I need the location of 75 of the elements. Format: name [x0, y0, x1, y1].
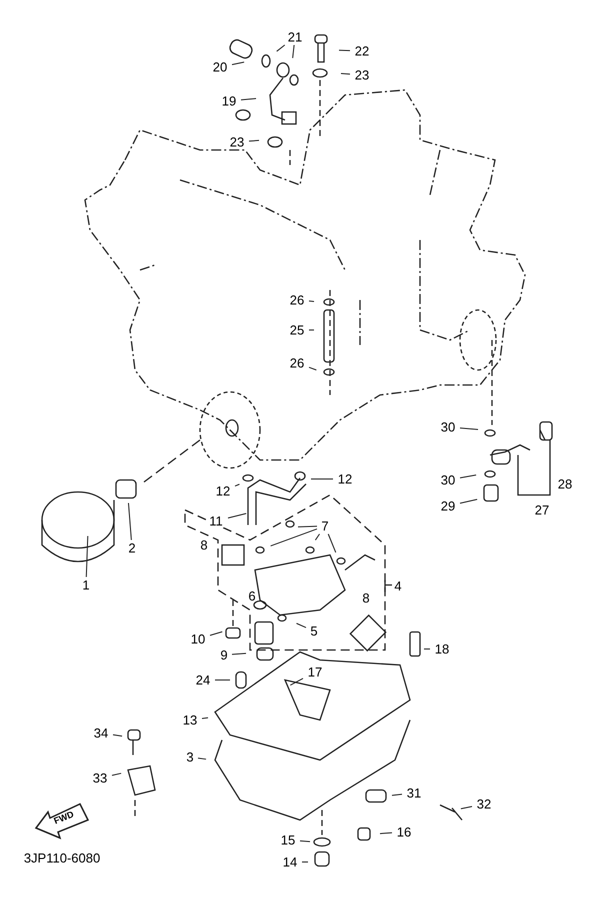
callout-number: 28	[558, 478, 572, 490]
leader-line	[112, 734, 123, 737]
leader-line	[234, 484, 240, 487]
callout-number: 17	[306, 666, 324, 678]
leader-line	[202, 717, 209, 719]
callout-number: 16	[396, 826, 412, 838]
callout-number: 30	[440, 420, 456, 434]
callout-number: 34	[92, 726, 110, 740]
callout-number: 27	[534, 504, 550, 516]
callout-number: 8	[362, 592, 370, 604]
callout-number: 4	[394, 580, 402, 592]
leader-line	[248, 140, 260, 142]
drawing-code: 3JP110-6080	[24, 852, 100, 864]
leader-line	[298, 526, 318, 528]
leader-line	[296, 622, 306, 628]
leader-line	[391, 794, 402, 796]
callout-number: 32	[476, 798, 492, 810]
leader-line	[308, 366, 317, 370]
leader-line	[460, 806, 472, 810]
callout-number: 11	[208, 514, 224, 528]
leader-line	[424, 648, 430, 650]
callout-number: 22	[354, 44, 370, 58]
leader-line	[290, 678, 304, 686]
leader-line	[276, 44, 286, 52]
callout-number: 25	[288, 324, 306, 336]
leader-line	[310, 478, 334, 480]
callout-number: 1	[81, 578, 91, 592]
callout-number: 2	[127, 542, 137, 554]
callout-number: 10	[190, 632, 206, 646]
callout-number: 9	[219, 648, 229, 662]
leader-line	[340, 72, 350, 75]
direction-label: FWD	[52, 810, 76, 826]
leader-line	[232, 62, 245, 66]
leader-line	[460, 474, 477, 478]
callout-number: 12	[214, 484, 232, 498]
callout-number: 8	[200, 538, 208, 552]
leader-line	[292, 44, 295, 59]
leader-line	[270, 528, 318, 546]
leader-line	[128, 502, 132, 540]
callout-number: 30	[440, 474, 456, 486]
callout-number: 12	[336, 472, 354, 486]
callout-number: 5	[309, 624, 319, 638]
leader-line	[112, 772, 122, 776]
callout-number: 29	[440, 500, 456, 512]
callout-number: 18	[434, 642, 450, 656]
callout-number: 26	[288, 294, 306, 306]
callout-number: 6	[248, 590, 256, 602]
callout-number: 24	[194, 674, 212, 686]
leader-line	[240, 98, 257, 100]
leader-line	[198, 758, 207, 760]
leader-line	[308, 300, 315, 302]
callout-number: 13	[182, 714, 198, 726]
leader-line	[300, 840, 311, 842]
callout-number: 14	[282, 856, 298, 868]
leader-line	[460, 428, 479, 430]
leader-line	[328, 534, 336, 553]
leader-line	[379, 832, 392, 834]
callout-number: 26	[288, 356, 306, 370]
leader-line	[86, 536, 88, 578]
callout-number: 15	[280, 834, 296, 846]
leader-line	[460, 498, 478, 504]
callout-number: 3	[185, 750, 195, 764]
callout-number: 23	[228, 136, 246, 148]
leader-line	[228, 512, 247, 518]
leader-line	[338, 50, 350, 52]
callout-number: 21	[286, 30, 304, 44]
callout-number: 7	[320, 520, 330, 532]
leader-line	[314, 534, 320, 541]
leader-line	[232, 652, 247, 655]
callout-number: 31	[406, 786, 422, 800]
callout-number: 23	[354, 68, 370, 82]
callout-number: 20	[212, 60, 228, 74]
leader-line	[210, 631, 223, 636]
callout-number: 19	[220, 94, 238, 108]
callout-number: 33	[92, 772, 108, 784]
